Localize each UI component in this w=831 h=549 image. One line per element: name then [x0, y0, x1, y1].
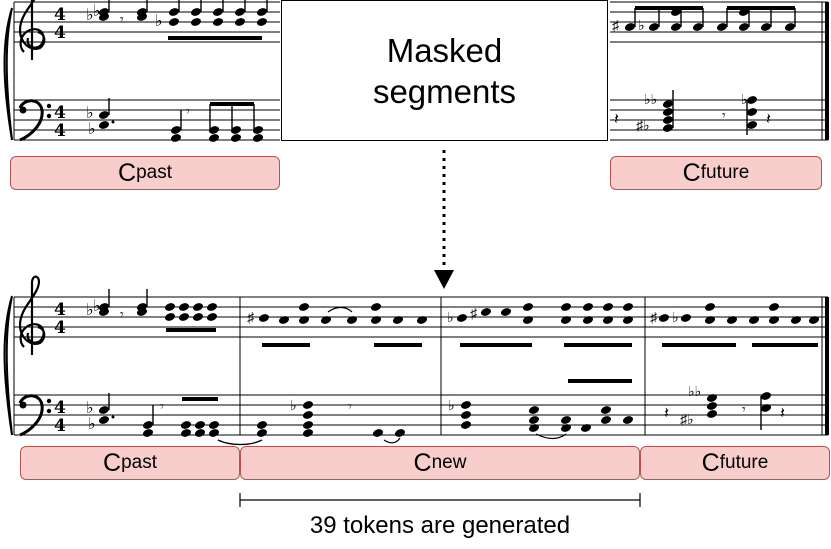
- svg-text:♯: ♯: [650, 309, 658, 325]
- svg-text:𝄽: 𝄽: [614, 111, 619, 128]
- svg-text:♭: ♭: [741, 91, 748, 107]
- svg-text:♭: ♭: [448, 397, 455, 413]
- svg-text:4: 4: [54, 121, 66, 141]
- svg-text:𝄾: 𝄾: [120, 11, 124, 27]
- svg-text:4: 4: [54, 416, 66, 436]
- svg-text:𝄽: 𝄽: [664, 405, 669, 422]
- svg-text:𝄾: 𝄾: [742, 401, 746, 417]
- top-score-left: 4 4 4 4 ♭♭ 𝄾 ♭ ♭♭ 𝄾: [3, 0, 280, 144]
- svg-text:♭: ♭: [638, 17, 645, 33]
- svg-text:♯: ♯: [612, 17, 620, 33]
- svg-text:𝄽: 𝄽: [780, 405, 785, 422]
- svg-text:4: 4: [54, 318, 66, 338]
- time-sig-bottom: 4: [54, 23, 66, 43]
- tokens-caption: 39 tokens are generated: [309, 512, 571, 539]
- svg-text:♭: ♭: [93, 298, 101, 315]
- svg-text:♯: ♯: [470, 305, 478, 321]
- svg-text:♯♭: ♯♭: [680, 411, 694, 427]
- svg-text:𝄾: 𝄾: [186, 103, 190, 119]
- svg-text:♭♭: ♭♭: [644, 91, 657, 107]
- svg-text:♭: ♭: [86, 7, 94, 24]
- svg-text:♭: ♭: [672, 309, 679, 325]
- down-arrow-icon: [434, 150, 454, 289]
- span-bracket: [239, 493, 641, 507]
- svg-text:♭: ♭: [86, 105, 94, 122]
- svg-text:♭: ♭: [86, 400, 94, 417]
- svg-text:4: 4: [54, 103, 66, 123]
- svg-text:♭: ♭: [290, 397, 297, 413]
- top-score-right: ♯ ♭ 𝄽 ♭♭ ♯♭ 𝄾 ♭ 𝄽: [610, 1, 829, 141]
- svg-text:♭: ♭: [86, 302, 94, 319]
- svg-text:♭: ♭: [88, 416, 96, 433]
- svg-text:♭: ♭: [93, 3, 101, 20]
- svg-text:♭: ♭: [155, 13, 163, 30]
- svg-text:♭: ♭: [447, 309, 454, 325]
- svg-text:4: 4: [54, 398, 66, 418]
- svg-text:♭: ♭: [88, 121, 96, 138]
- svg-text:𝄽: 𝄽: [766, 111, 771, 128]
- svg-text:♭♭: ♭♭: [688, 383, 701, 399]
- svg-text:4: 4: [54, 300, 66, 320]
- masked-segments-box: Masked segments: [281, 0, 608, 141]
- svg-text:♯♭: ♯♭: [636, 117, 650, 133]
- svg-text:𝄾: 𝄾: [120, 306, 124, 322]
- masked-segments-label: Masked segments: [372, 31, 517, 110]
- svg-text:♯: ♯: [247, 309, 255, 325]
- svg-text:𝄾: 𝄾: [160, 398, 164, 414]
- svg-text:𝄾: 𝄾: [348, 398, 352, 414]
- bottom-score: 4 4 4 4 ♭♭ 𝄾 ♭♭ 𝄾 ♯ ♭: [3, 275, 829, 446]
- time-sig-top: 4: [54, 5, 66, 25]
- svg-text:𝄾: 𝄾: [722, 107, 726, 123]
